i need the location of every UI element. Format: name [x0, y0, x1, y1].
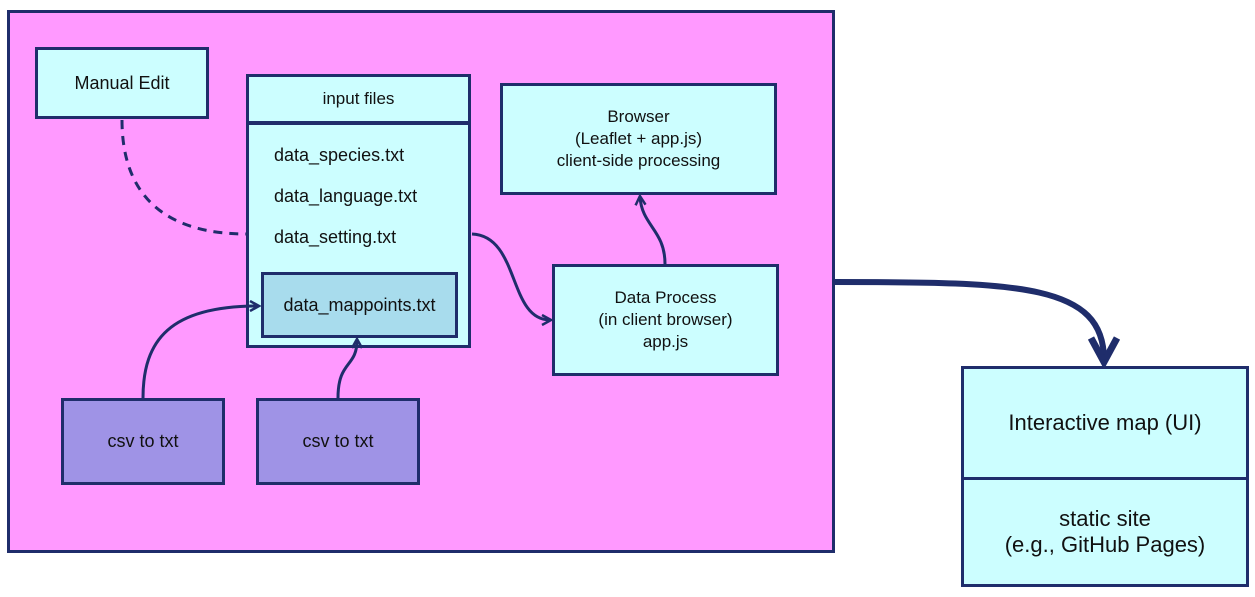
csv-to-txt-node-right: csv to txt	[256, 398, 420, 485]
csv-to-txt-node-left: csv to txt	[61, 398, 225, 485]
mappoints-file-node: data_mappoints.txt	[261, 272, 458, 338]
data-process-node: Data Process (in client browser) app.js	[552, 264, 779, 376]
browser-node: Browser (Leaflet + app.js) client-side p…	[500, 83, 777, 195]
edge-container-to-interactive-map	[834, 279, 1104, 360]
file-item-language: data_language.txt	[274, 186, 418, 206]
input-files-title: input files	[249, 77, 468, 125]
file-item-species: data_species.txt	[274, 145, 405, 165]
interactive-map-subtitle: static site (e.g., GitHub Pages)	[1004, 505, 1206, 557]
interactive-map-node: Interactive map (UI) static site (e.g., …	[961, 366, 1249, 587]
interactive-map-title: Interactive map (UI)	[964, 369, 1246, 480]
file-item-setting: data_setting.txt	[274, 227, 397, 247]
manual-edit-node: Manual Edit	[35, 47, 209, 119]
